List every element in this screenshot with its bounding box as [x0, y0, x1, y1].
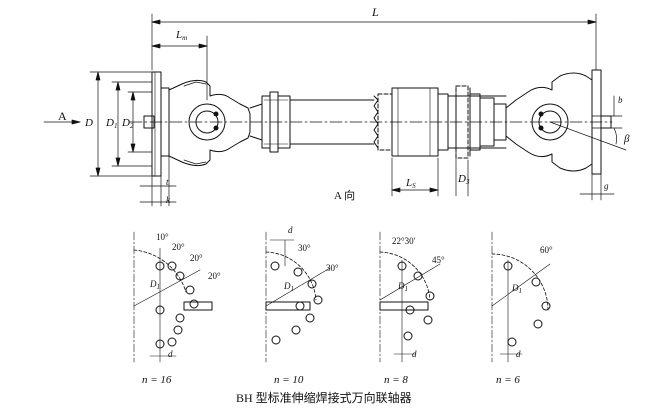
left-cross-bearing [188, 103, 226, 141]
flange-view-n10 [265, 231, 331, 363]
angle-label: 22°30′ [392, 236, 416, 246]
d-label: d [168, 349, 173, 359]
dim-D2-label: D2 [122, 117, 134, 130]
D1-label: D1 [284, 281, 294, 293]
spline-sleeve [391, 87, 439, 157]
dim-k-label: k [166, 195, 170, 205]
angle-label: 45° [432, 255, 445, 265]
figure-caption: BH 型标准伸缩焊接式万向联轴器 [236, 391, 412, 405]
D1-label: D1 [398, 281, 408, 293]
flange-view-n8 [379, 231, 441, 363]
angle-label: 10° [156, 232, 169, 242]
dim-beta-label: β [624, 133, 630, 145]
angle-label: 60° [540, 245, 553, 255]
dim-L-label: L [372, 5, 379, 19]
d-label: d [516, 349, 521, 359]
dim-b-label: b [618, 95, 623, 105]
dim-Lm-label: Lm [176, 29, 188, 42]
dimension-lines [43, 13, 623, 207]
view-arrow-label: A [58, 109, 67, 123]
n-label: n = 6 [496, 374, 520, 386]
left-yoke [168, 79, 251, 167]
angle-label: 20° [208, 271, 221, 281]
flange-view-n16 [133, 231, 213, 363]
dim-t-label: t [166, 177, 169, 187]
angle-label: 20° [190, 253, 203, 263]
n-label: n = 16 [142, 374, 172, 386]
d-label: d [288, 225, 293, 235]
d-label: d [412, 349, 417, 359]
dim-D1-label: D1 [106, 117, 118, 130]
n-label: n = 10 [274, 374, 304, 386]
D1-label: D1 [150, 279, 160, 291]
right-cross-bearing [531, 103, 569, 141]
dim-D3-label: D3 [458, 173, 470, 186]
dim-g-label: g [604, 181, 609, 191]
view-a-label: A 向 [334, 190, 356, 202]
dim-Ls-label: LS [406, 177, 416, 190]
flange-view-n6 [491, 231, 551, 363]
main-assembly [129, 69, 627, 177]
dim-D-label: D [85, 117, 93, 129]
angle-label: 20° [172, 242, 185, 252]
left-flange [151, 71, 162, 177]
angle-label: 30° [326, 263, 339, 273]
angle-label: 30° [298, 243, 311, 253]
D1-label: D1 [512, 283, 522, 295]
n-label: n = 8 [384, 374, 408, 386]
